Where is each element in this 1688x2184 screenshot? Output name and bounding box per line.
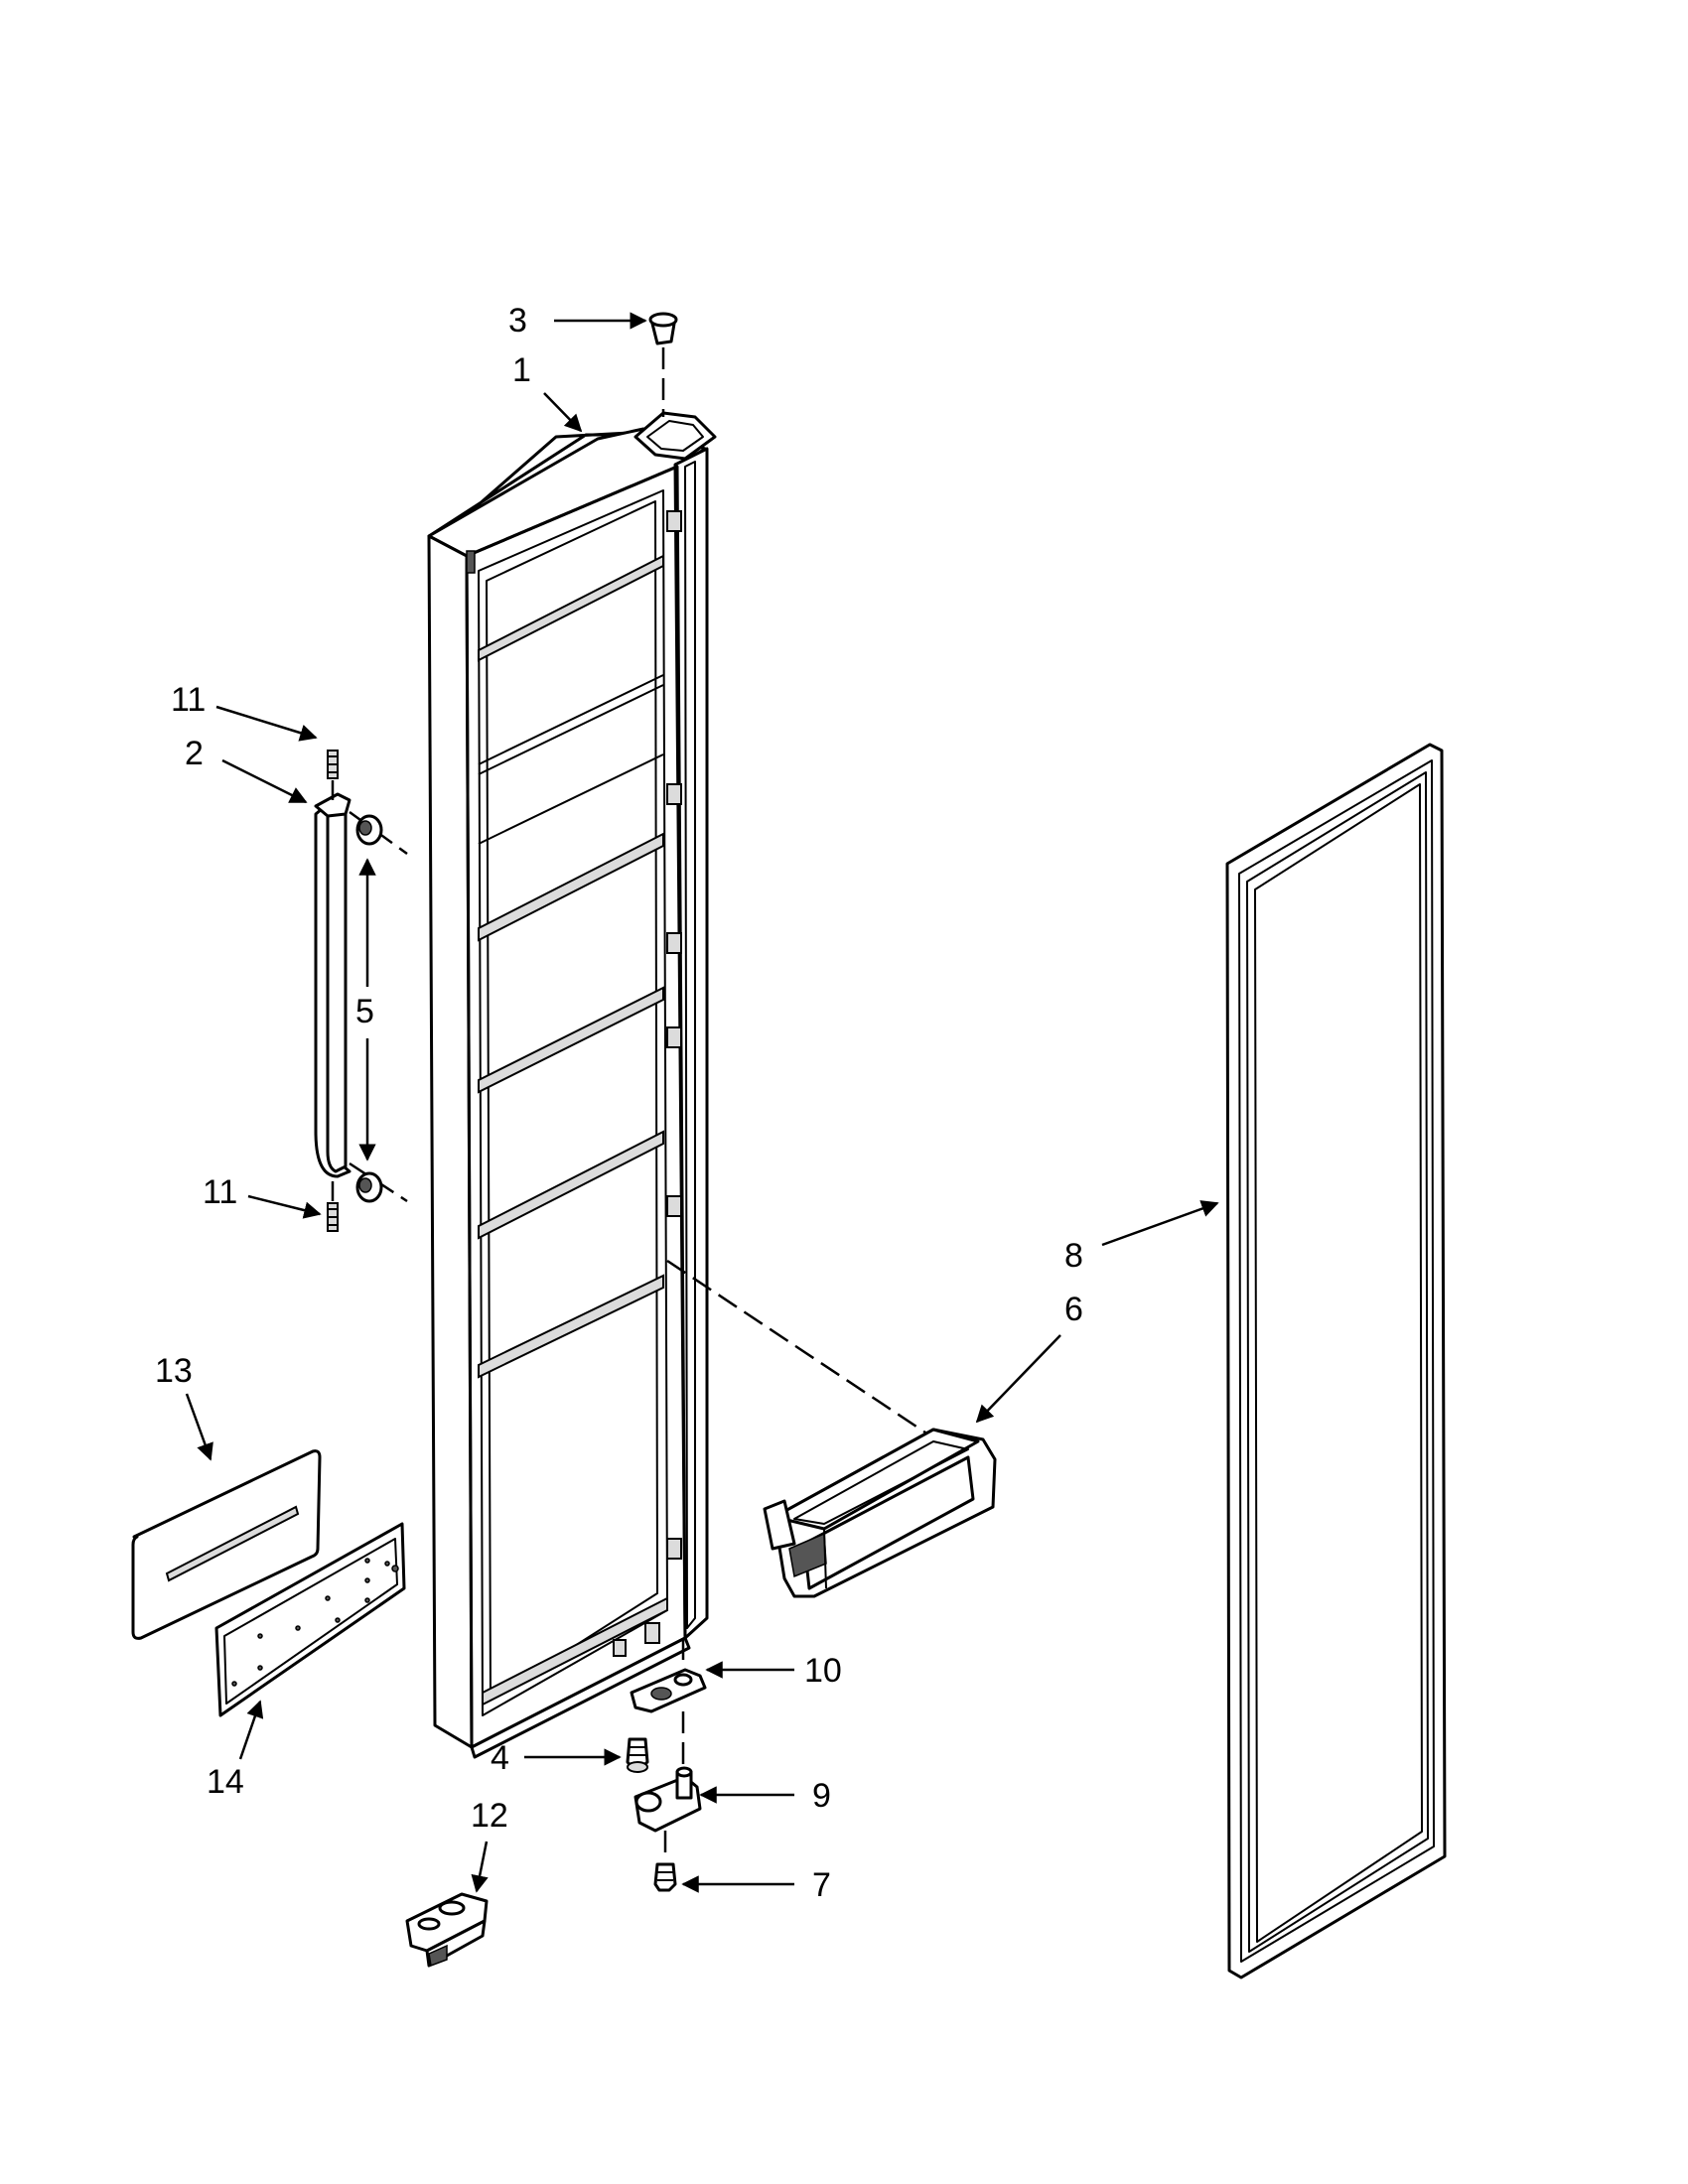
callout-3: 3 [508,302,527,340]
part-7-screw [653,1862,677,1892]
part-5-handle-spacer-bottom [355,1171,383,1203]
callout-4: 4 [491,1739,509,1777]
door-clips [466,510,682,1560]
door-panel [427,411,717,1759]
callout-7: 7 [812,1866,831,1904]
part-10-hinge-plate [630,1638,707,1787]
part-4-screw [626,1737,649,1773]
callout-11-bottom: 11 [203,1173,237,1211]
part-13-trim-cover [131,1449,322,1640]
callout-6: 6 [1064,1291,1083,1328]
part-3-hinge-bushing [648,312,678,417]
part-14-mounting-plate [214,1522,406,1717]
part-11-screw-top [327,750,339,800]
callout-5: 5 [355,993,374,1030]
part-9-bottom-hinge [633,1766,702,1861]
callout-2: 2 [185,735,204,772]
door-shelf-rails [478,554,668,1706]
callout-13: 13 [155,1352,193,1390]
callout-14: 14 [207,1763,244,1801]
part-12-hinge-cover [405,1892,489,1968]
callout-1: 1 [512,351,531,389]
callout-10: 10 [804,1652,842,1690]
callout-12: 12 [471,1797,508,1835]
callout-8: 8 [1064,1237,1083,1275]
callout-11-top: 11 [171,681,206,719]
leader-lines [185,312,1219,1893]
part-8-door-gasket [1225,743,1447,1979]
callout-9: 9 [812,1777,831,1815]
part-5-handle-spacer-top [355,814,383,846]
part-11-screw-bottom [327,1181,339,1232]
part-6-door-bin [666,1259,997,1598]
